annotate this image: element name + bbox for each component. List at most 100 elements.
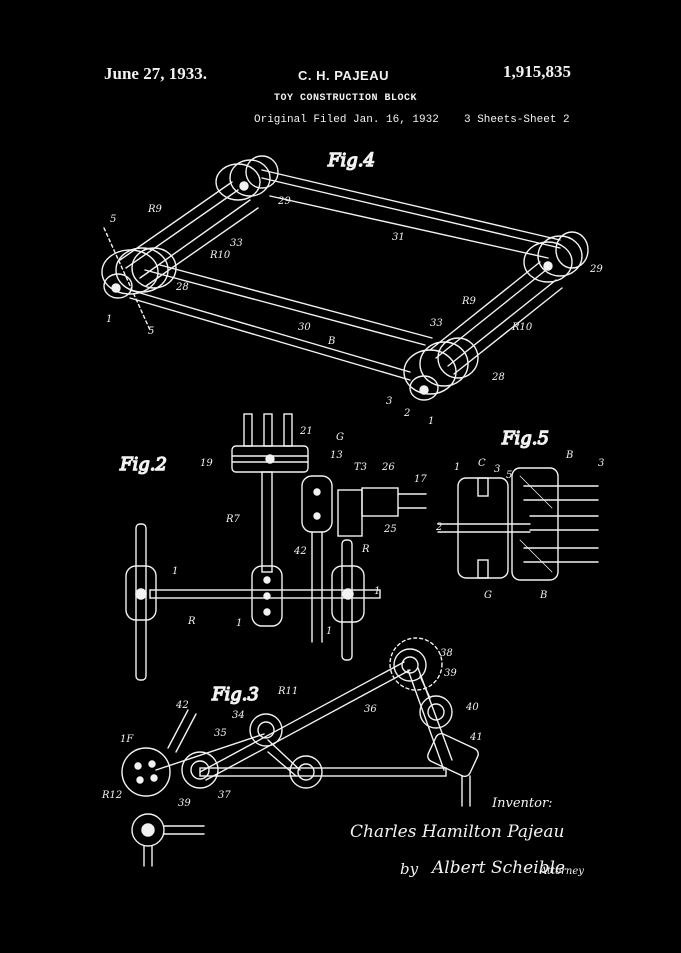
fig3-disk-bottom bbox=[131, 813, 165, 847]
fig3-label: 38 bbox=[440, 648, 453, 659]
fig3-pulley-center bbox=[289, 755, 323, 789]
inventor-header: C. H. PAJEAU bbox=[298, 68, 389, 83]
fig3-label: 37 bbox=[218, 790, 231, 801]
fig3-pulley-40 bbox=[419, 695, 453, 729]
fig3-label: 36 bbox=[364, 704, 377, 715]
fig4-block-front-left bbox=[101, 247, 177, 299]
fig3-label: 35 bbox=[214, 728, 227, 739]
fig3-label: R12 bbox=[101, 790, 122, 801]
fig2-block-left bbox=[125, 565, 157, 621]
fig2-block-13 bbox=[301, 475, 333, 533]
fig3-label: R11 bbox=[277, 686, 298, 697]
fig4-block-back-right bbox=[523, 231, 589, 283]
fig4-section-line bbox=[103, 227, 151, 331]
fig2-label: 13 bbox=[330, 450, 343, 461]
fig3-pulley-37 bbox=[181, 751, 219, 789]
fig2-label: R bbox=[187, 616, 196, 627]
fig4-label: 5 bbox=[148, 326, 154, 337]
fig2-label: 1 bbox=[326, 626, 332, 637]
fig5-label: G bbox=[484, 590, 492, 601]
fig3-rod bbox=[199, 767, 447, 777]
fig3-disk-1f bbox=[121, 747, 171, 797]
fig4-label: R9 bbox=[461, 296, 477, 307]
fig2-label: 21 bbox=[299, 426, 313, 437]
fig4-label: 31 bbox=[392, 232, 405, 243]
fig3-pulley-38 bbox=[393, 648, 427, 682]
fig5-caption: Fig.5 bbox=[501, 428, 549, 449]
fig5-block-right bbox=[511, 467, 559, 581]
fig4-label: B bbox=[327, 336, 335, 347]
fig2-label: 26 bbox=[381, 462, 395, 473]
fig4-label: 3 bbox=[386, 396, 392, 407]
fig3-pulley-34 bbox=[249, 713, 283, 747]
fig3-label: 40 bbox=[465, 702, 479, 713]
fig3-labels: R11 38 39 36 34 42 35 40 41 1F R12 39 37 bbox=[101, 648, 483, 809]
fig3-label: 1F bbox=[120, 734, 134, 745]
fig5-labels: 1 C 3 5 B 3 2 G B bbox=[435, 450, 604, 601]
fig5-label: 2 bbox=[435, 522, 442, 533]
inventor-caption: Inventor: bbox=[492, 796, 553, 811]
fig4-rods bbox=[119, 169, 563, 381]
fig2-block-t3 bbox=[337, 489, 363, 537]
fig4-label: 28 bbox=[491, 372, 505, 383]
fig5-label: 3 bbox=[494, 464, 500, 475]
attorney-title: Attorney bbox=[540, 866, 584, 877]
patent-date: June 27, 1933. bbox=[104, 64, 207, 83]
fig4-label: 29 bbox=[589, 264, 603, 275]
fig5-label: C bbox=[478, 458, 486, 469]
fig5-label: 3 bbox=[598, 458, 604, 469]
fig2-label: T3 bbox=[354, 462, 367, 473]
fig4-label: 1 bbox=[106, 314, 112, 325]
fig2-caption: Fig.2 bbox=[119, 454, 167, 475]
fig4-label: R10 bbox=[209, 250, 231, 261]
fig5-label: B bbox=[539, 590, 547, 601]
fig4-label: R9 bbox=[147, 204, 163, 215]
fig4-labels: 5 R9 29 33 R10 28 31 1 5 30 B 29 R9 33 R… bbox=[106, 196, 603, 427]
fig4-block-front-right bbox=[403, 337, 479, 401]
fig4-label: 1 bbox=[428, 416, 434, 427]
fig3-label: 39 bbox=[444, 668, 457, 679]
fig2-block-right bbox=[331, 565, 365, 623]
inventor-signature: Charles Hamilton Pajeau bbox=[350, 822, 565, 842]
fig2-label: 1 bbox=[172, 566, 178, 577]
fig2-label: R7 bbox=[225, 514, 241, 525]
fig2-label: 19 bbox=[200, 458, 213, 469]
fig2-block-center bbox=[251, 565, 283, 627]
fig2-rod-r7 bbox=[261, 471, 273, 573]
fig3-label: 42 bbox=[175, 700, 189, 711]
fig2-label: 42 bbox=[293, 546, 307, 557]
fig2-label: R bbox=[361, 544, 370, 555]
fig4-label: 28 bbox=[175, 282, 189, 293]
fig4-label: 2 bbox=[403, 408, 410, 419]
fig3-label: 39 bbox=[178, 798, 191, 809]
fig2-label: 25 bbox=[383, 524, 397, 535]
fig5-label: 5 bbox=[506, 470, 512, 481]
fig3-caption: Fig.3 bbox=[211, 684, 259, 705]
sheet-number: 3 Sheets-Sheet 2 bbox=[464, 114, 570, 126]
fig2-label: 17 bbox=[414, 474, 427, 485]
figure-3: Fig.3 bbox=[101, 637, 483, 867]
fig3-block-41 bbox=[427, 732, 479, 778]
patent-number: 1,915,835 bbox=[503, 62, 571, 81]
fig4-caption: Fig.4 bbox=[327, 150, 375, 171]
fig4-label: 33 bbox=[230, 238, 243, 249]
signature-by: by bbox=[400, 860, 419, 878]
fig2-label: 1 bbox=[374, 586, 380, 597]
fig3-label: 34 bbox=[232, 710, 245, 721]
fig4-label: 5 bbox=[110, 214, 116, 225]
fig4-label: R10 bbox=[511, 322, 533, 333]
patent-title: TOY CONSTRUCTION BLOCK bbox=[274, 93, 418, 104]
fig3-label: 41 bbox=[469, 732, 483, 743]
fig4-label: 33 bbox=[430, 318, 443, 329]
fig4-label: 30 bbox=[298, 322, 311, 333]
attorney-signature: Albert Scheible bbox=[432, 858, 566, 878]
figure-2: Fig.2 bbox=[118, 413, 427, 681]
fig5-label: B bbox=[565, 450, 573, 461]
fig4-label: 29 bbox=[277, 196, 291, 207]
fig2-label: G bbox=[336, 432, 344, 443]
fig5-label: 1 bbox=[454, 462, 460, 473]
figure-5: Fig.5 1 C 3 5 B 3 2 G B bbox=[435, 427, 604, 601]
filing-date: Original Filed Jan. 16, 1932 bbox=[254, 114, 439, 126]
fig5-block-left bbox=[457, 477, 509, 579]
